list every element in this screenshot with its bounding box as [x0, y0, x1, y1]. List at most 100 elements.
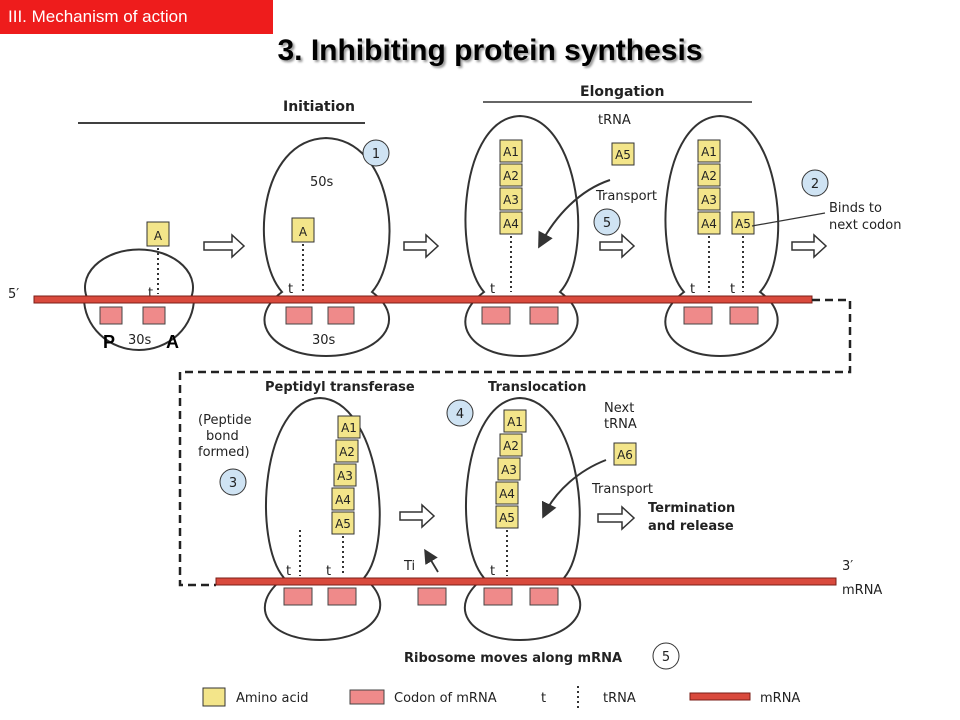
label-peptide: formed)	[198, 445, 250, 460]
flow-arrow	[203, 233, 246, 259]
trna-t: t	[490, 282, 495, 297]
label-3prime: 3′	[842, 559, 853, 574]
step-circle-3	[219, 468, 247, 496]
ribosome	[262, 136, 391, 358]
svg-text:A4: A4	[335, 493, 351, 507]
svg-text:A2: A2	[701, 169, 717, 183]
mrna-strand	[33, 295, 813, 304]
amino-acid-label: A	[299, 225, 308, 239]
section-badge: III. Mechanism of action	[0, 0, 273, 34]
trna-t: t	[690, 282, 695, 297]
step-circle-4	[446, 399, 474, 427]
amino-acid	[291, 217, 315, 243]
svg-text:A4: A4	[701, 217, 717, 231]
codon	[327, 306, 355, 325]
codon	[327, 587, 357, 606]
svg-text:A4: A4	[503, 217, 519, 231]
stage-elongation: Elongation	[580, 84, 665, 100]
codon	[529, 587, 559, 606]
codon	[283, 587, 313, 606]
codon	[285, 306, 313, 325]
connector	[178, 298, 852, 587]
svg-text:A3: A3	[701, 193, 717, 207]
label-5prime: 5′	[8, 287, 19, 302]
ribosome-small-subunit	[84, 248, 194, 301]
stage-initiation: Initiation	[283, 99, 355, 115]
release-arrow	[424, 548, 439, 573]
svg-text:A2: A2	[339, 445, 355, 459]
amino-acid	[613, 442, 637, 466]
ribosome	[664, 114, 780, 358]
label-termination: Termination	[648, 501, 735, 516]
flow-arrow	[599, 233, 636, 259]
amino-acid-label: A5	[615, 148, 631, 162]
codon	[683, 306, 713, 325]
legend-t: t	[541, 691, 546, 706]
flow-arrow	[791, 233, 828, 259]
amino-acid-label: A5	[735, 217, 751, 231]
label-30s: 30s	[128, 333, 152, 348]
flow-arrow	[399, 503, 436, 529]
svg-text:A3: A3	[503, 193, 519, 207]
peptide-chain: A1 A2 A3 A4	[697, 139, 721, 235]
label-next: tRNA	[604, 417, 637, 432]
codon	[142, 306, 166, 325]
page-title: 3. Inhibiting protein synthesis	[277, 34, 703, 67]
svg-text:A1: A1	[341, 421, 357, 435]
label-transport: Transport	[595, 189, 657, 204]
codon	[729, 306, 759, 325]
step-circle-5b	[652, 642, 680, 670]
peptide-chain: A1 A2 A3 A4 A5	[331, 415, 361, 535]
label-binds: Binds to	[829, 201, 882, 216]
label-peptide: bond	[206, 429, 239, 444]
label-trna: tRNA	[598, 113, 631, 128]
a-site-label: A	[166, 332, 179, 352]
legend-trna: tRNA	[603, 691, 636, 706]
trna-t: t	[286, 564, 291, 579]
codon	[417, 587, 447, 606]
peptide-chain: A1 A2 A3 A4 A5	[495, 409, 527, 529]
amino-acid	[731, 211, 755, 235]
legend-codon-swatch	[349, 689, 385, 705]
label-binds: next codon	[829, 218, 901, 233]
trna-t: t	[148, 286, 153, 301]
svg-text:A1: A1	[507, 415, 523, 429]
label-ti: Ti	[403, 559, 415, 574]
svg-text:A3: A3	[337, 469, 353, 483]
label-mrna: mRNA	[842, 583, 882, 598]
peptide-chain: A1 A2 A3 A4	[499, 139, 523, 235]
ribosome	[263, 396, 382, 642]
legend-amino-acid: Amino acid	[236, 691, 308, 706]
step-number: 5	[662, 650, 670, 665]
p-site-label: P	[103, 332, 115, 352]
trna-t: t	[490, 564, 495, 579]
stage-peptidyl: Peptidyl transferase	[265, 380, 415, 395]
codon	[481, 306, 511, 325]
label-termination: and release	[648, 519, 734, 534]
trna-t: t	[288, 282, 293, 297]
svg-text:A1: A1	[503, 145, 519, 159]
legend-codon: Codon of mRNA	[394, 691, 497, 706]
leader-line	[751, 212, 826, 227]
step-number: 3	[229, 476, 237, 491]
step-number: 2	[811, 177, 819, 192]
step-circle-1	[362, 139, 390, 167]
flow-arrow	[597, 505, 636, 531]
step-number: 5	[603, 216, 611, 231]
transport-arrow	[541, 459, 607, 519]
codon	[483, 587, 513, 606]
step-number: 1	[372, 147, 380, 162]
svg-text:A2: A2	[503, 169, 519, 183]
legend-mrna-swatch	[689, 692, 751, 701]
label-peptide: (Peptide	[198, 413, 252, 428]
label-ribosome-moves: Ribosome moves along mRNA	[404, 651, 622, 666]
amino-acid	[146, 221, 170, 247]
label-transport: Transport	[591, 482, 653, 497]
amino-acid-label: A6	[617, 448, 633, 462]
legend: Amino acid Codon of mRNA t tRNA mRNA	[202, 686, 800, 708]
flow-arrow	[403, 233, 440, 259]
svg-text:A4: A4	[499, 487, 515, 501]
stage-translocation: Translocation	[488, 380, 586, 395]
ribosome	[463, 396, 582, 642]
